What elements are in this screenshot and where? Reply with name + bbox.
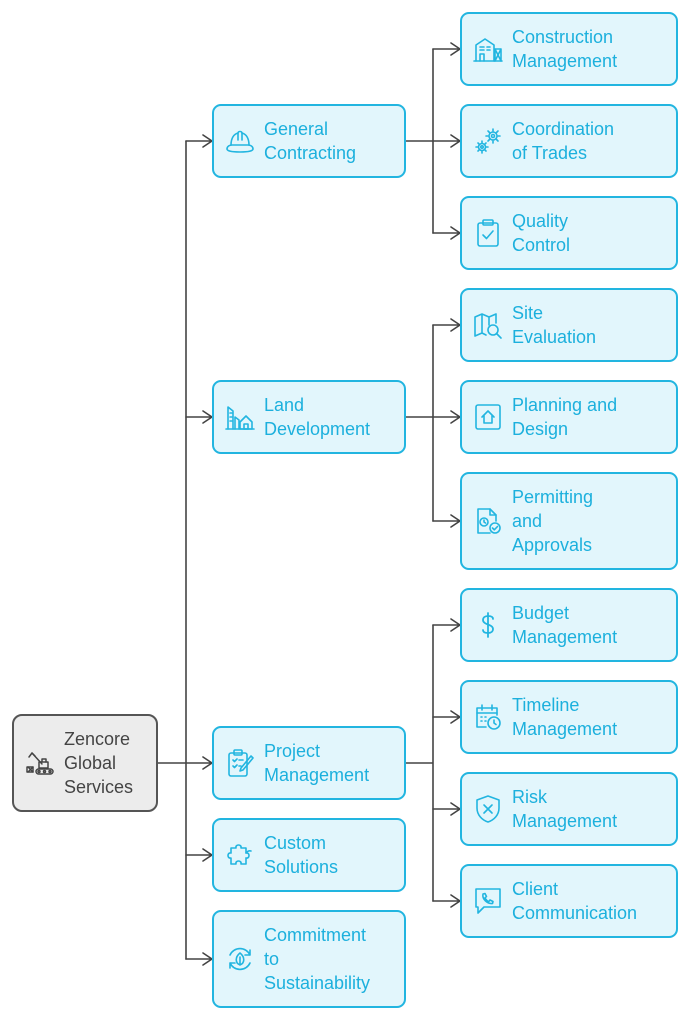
node-permitting-and-approvals[interactable]: Permitting and Approvals <box>460 472 678 570</box>
node-budget-management[interactable]: Budget Management <box>460 588 678 662</box>
node-label: Coordination of Trades <box>512 119 615 163</box>
node-quality-control[interactable]: Quality Control <box>460 196 678 270</box>
node-planning-and-design[interactable]: Planning and Design <box>460 380 678 454</box>
node-risk-management[interactable]: Risk Management <box>460 772 678 846</box>
gears-icon <box>472 125 504 157</box>
node-construction-management[interactable]: Construction Management <box>460 12 678 86</box>
root-node[interactable]: Zencore Global Services <box>12 714 158 812</box>
node-label: Risk Management <box>512 787 618 831</box>
node-label: General Contracting <box>264 119 357 163</box>
node-label: Land Development <box>264 395 371 439</box>
document-clock-check-icon <box>472 505 504 537</box>
node-label: Commitment to Sustainability <box>264 925 371 993</box>
map-search-icon <box>472 309 504 341</box>
excavator-icon <box>24 747 56 779</box>
house-plan-icon <box>472 401 504 433</box>
node-label: Quality Control <box>512 211 571 255</box>
root-label: Zencore Global Services <box>64 729 134 797</box>
node-label: Client Communication <box>512 879 638 923</box>
node-project-management[interactable]: Project Management <box>212 726 406 800</box>
clipboard-pen-icon <box>224 747 256 779</box>
node-land-development[interactable]: Land Development <box>212 380 406 454</box>
node-label: Custom Solutions <box>264 833 339 877</box>
node-label: Construction Management <box>512 27 618 71</box>
node-label: Planning and Design <box>512 395 618 439</box>
node-label: Site Evaluation <box>512 303 597 347</box>
node-client-communication[interactable]: Client Communication <box>460 864 678 938</box>
node-general-contracting[interactable]: General Contracting <box>212 104 406 178</box>
node-label: Project Management <box>264 741 370 785</box>
node-custom-solutions[interactable]: Custom Solutions <box>212 818 406 892</box>
node-timeline-management[interactable]: Timeline Management <box>460 680 678 754</box>
clipboard-check-icon <box>472 217 504 249</box>
node-site-evaluation[interactable]: Site Evaluation <box>460 288 678 362</box>
recycle-leaf-icon <box>224 943 256 975</box>
node-label: Permitting and Approvals <box>512 487 594 555</box>
land-house-icon <box>224 401 256 433</box>
hard-hat-icon <box>224 125 256 157</box>
dollar-icon <box>472 609 504 641</box>
node-label: Timeline Management <box>512 695 618 739</box>
calendar-clock-icon <box>472 701 504 733</box>
shield-x-icon <box>472 793 504 825</box>
node-coordination-of-trades[interactable]: Coordination of Trades <box>460 104 678 178</box>
node-label: Budget Management <box>512 603 618 647</box>
node-sustainability[interactable]: Commitment to Sustainability <box>212 910 406 1008</box>
chat-phone-icon <box>472 885 504 917</box>
building-icon <box>472 33 504 65</box>
puzzle-icon <box>224 839 256 871</box>
